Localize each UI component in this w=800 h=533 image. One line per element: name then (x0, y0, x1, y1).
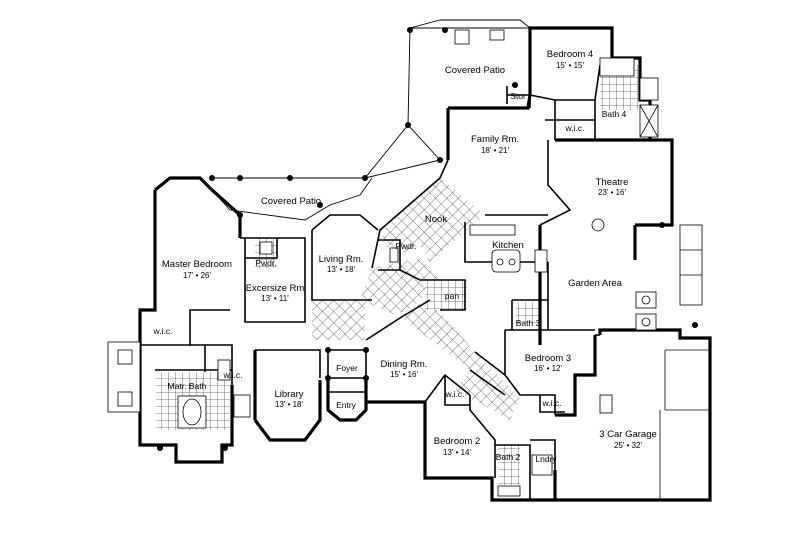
label-bedroom-2: Bedroom 2 (434, 436, 480, 447)
label-garden-area: Garden Area (568, 278, 623, 289)
label-entry: Entry (336, 400, 357, 410)
dims-family-room: 18' • 21' (481, 146, 510, 155)
dims-library: 13' • 18' (275, 400, 304, 409)
dims-living-room: 13' • 18' (327, 265, 356, 274)
dims-3-car-garage: 25' • 32' (614, 441, 643, 450)
label-theatre: Theatre (596, 177, 629, 188)
label-library: Library (274, 389, 303, 400)
label-matr-bath: Matr. Bath (168, 381, 207, 391)
dims-exercise-room: 13' • 11' (261, 294, 289, 303)
label-stor: Stor (510, 91, 526, 101)
dims-bedroom-4: 15' • 15' (556, 61, 585, 70)
label-pan: pan (445, 291, 459, 301)
patio-outlines (211, 19, 531, 221)
label-wic-master: w.i.c. (153, 326, 173, 336)
label-master-bedroom: Master Bedroom (162, 259, 232, 270)
label-wic-bed4: w.i.c. (565, 123, 585, 133)
label-bath-4: Bath 4 (602, 109, 627, 119)
label-bedroom-3: Bedroom 3 (525, 353, 571, 364)
dims-bedroom-2: 13' • 14' (443, 448, 472, 457)
interior-walls (140, 64, 601, 500)
columns (157, 27, 698, 451)
label-dining-room: Dining Rm. (381, 359, 428, 370)
label-lndry: Lndry (535, 454, 557, 464)
dims-bedroom-3: 16' • 12' (534, 364, 563, 373)
label-bedroom-4: Bedroom 4 (547, 49, 593, 60)
label-pwdr-kitchen: Pwdr. (395, 241, 416, 251)
label-3-car-garage: 3 Car Garage (599, 429, 657, 440)
label-wic-bed3: w.i.c. (542, 398, 562, 408)
label-bath-2: Bath 2 (496, 452, 521, 462)
label-foyer: Foyer (336, 363, 358, 373)
label-kitchen: Kitchen (492, 240, 524, 251)
label-bath-3: Bath 3 (516, 318, 541, 328)
label-family-room: Family Rm. (471, 134, 519, 145)
label-exercise-room: Excersize Rm (246, 283, 305, 294)
dims-master-bedroom: 17' • 26' (183, 271, 212, 280)
fixtures (107, 29, 710, 500)
dims-dining-room: 15' • 16' (390, 370, 419, 379)
label-nook: Nook (425, 214, 447, 225)
label-covered-patio-top: Covered Patio (445, 65, 505, 76)
dims-theatre: 23' • 16' (598, 188, 627, 197)
label-pwdr-exercise: Pwdr. (255, 258, 276, 268)
label-covered-patio-left: Covered Patio (261, 196, 321, 207)
label-wic-bed2: w.i.c. (445, 389, 465, 399)
label-wic-bath: w.i.c. (223, 370, 243, 380)
label-living-room: Living Rm. (319, 254, 364, 265)
room-labels: Covered Patio Bedroom 4 15' • 15' Stor w… (153, 49, 657, 464)
